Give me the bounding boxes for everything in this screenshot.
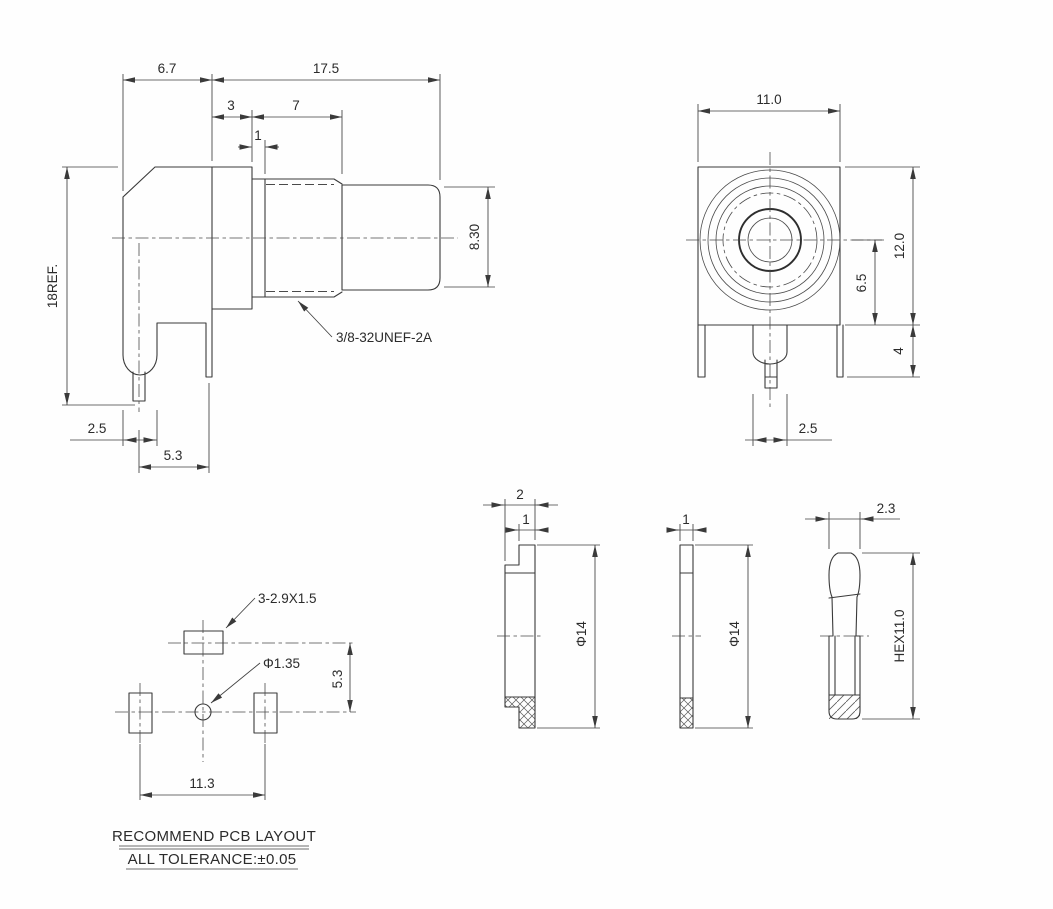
tolerance-note: ALL TOLERANCE:±0.05 bbox=[128, 851, 297, 868]
dim-label-2-washer: 2 bbox=[516, 487, 524, 502]
dim-label-11-3: 11.3 bbox=[189, 776, 214, 791]
dim-dia14-washer2: Φ14 bbox=[695, 544, 753, 729]
front-left-leg bbox=[697, 324, 706, 378]
dim-label-5-3-pcb: 5.3 bbox=[330, 670, 345, 689]
dim-6-7: 6.7 bbox=[122, 61, 213, 191]
threaded-bushing bbox=[251, 178, 343, 298]
dim-label-7: 7 bbox=[292, 98, 300, 113]
flat-washer-view: 1 Φ14 bbox=[666, 512, 753, 729]
dim-label-dia14-washer1: Φ14 bbox=[574, 621, 589, 647]
front-view: 11.0 12.0 6.5 4 2.5 bbox=[686, 92, 920, 446]
front-view-outline bbox=[686, 152, 884, 408]
dim-8-30: 8.30 bbox=[444, 186, 495, 288]
dim-1-washer1: 1 bbox=[505, 512, 549, 541]
dim-label-3: 3 bbox=[227, 98, 235, 113]
pad-callout: 3-2.9X1.5 bbox=[225, 591, 317, 629]
hex-nut-view: 2.3 HEX11.0 bbox=[805, 501, 920, 720]
dim-2-3: 2.3 bbox=[805, 501, 900, 549]
dim-label-2-3: 2.3 bbox=[877, 501, 896, 516]
dim-5-3-pcb: 5.3 bbox=[330, 643, 353, 712]
dim-dia14-washer1: Φ14 bbox=[537, 544, 600, 729]
dim-17-5: 17.5 bbox=[212, 61, 441, 180]
dim-label-12-0: 12.0 bbox=[892, 233, 907, 259]
dim-label-8-30: 8.30 bbox=[467, 224, 482, 250]
stepped-washer-outline bbox=[504, 544, 536, 729]
dim-label-11-0: 11.0 bbox=[756, 92, 781, 107]
dim-6-5: 6.5 bbox=[852, 239, 882, 325]
dim-3: 3 bbox=[212, 98, 253, 162]
stepped-washer-hatch bbox=[505, 697, 535, 728]
dim-label-2-5-side: 2.5 bbox=[88, 421, 107, 436]
stepped-washer-view: 2 1 Φ14 bbox=[483, 487, 600, 729]
dim-11-0: 11.0 bbox=[697, 92, 841, 162]
hole-callout: Φ1.35 bbox=[210, 656, 300, 704]
side-view-outline bbox=[122, 166, 441, 402]
dim-label-18ref: 18REF. bbox=[45, 264, 60, 308]
pcb-layout-view: 3-2.9X1.5 Φ1.35 5.3 11.3 RECOMMEND PCB L… bbox=[112, 591, 356, 870]
pcb-notes: RECOMMEND PCB LAYOUT ALL TOLERANCE:±0.05 bbox=[112, 828, 316, 870]
dim-label-1: 1 bbox=[254, 128, 262, 143]
front-right-leg bbox=[836, 324, 844, 378]
pcb-pad-left bbox=[128, 692, 153, 734]
flat-washer-outline bbox=[679, 544, 694, 729]
side-view: 6.7 17.5 3 7 1 8.30 bbox=[45, 61, 495, 473]
hex-nut-outline bbox=[828, 552, 861, 720]
dim-label-dia14-washer2: Φ14 bbox=[727, 621, 742, 647]
flat-washer-hatch bbox=[680, 698, 693, 728]
dim-2-5-side: 2.5 bbox=[70, 410, 158, 446]
side-view-centerlines bbox=[112, 237, 458, 412]
dim-4: 4 bbox=[847, 325, 920, 378]
front-body-square bbox=[697, 166, 841, 326]
pcb-layout-title: RECOMMEND PCB LAYOUT bbox=[112, 828, 316, 845]
dim-hex11: HEX11.0 bbox=[862, 552, 920, 720]
connector-body-outline bbox=[122, 166, 253, 378]
pad-callout-label: 3-2.9X1.5 bbox=[258, 591, 317, 606]
dim-11-3: 11.3 bbox=[139, 744, 266, 800]
dim-label-5-3-side: 5.3 bbox=[164, 448, 183, 463]
dim-label-hex11: HEX11.0 bbox=[892, 609, 907, 662]
dim-label-2-5-front: 2.5 bbox=[799, 421, 818, 436]
hole-callout-label: Φ1.35 bbox=[263, 656, 300, 671]
dim-5-3-side: 5.3 bbox=[138, 383, 210, 473]
thread-callout: 3/8-32UNEF-2A bbox=[297, 300, 432, 345]
dim-2-washer: 2 bbox=[483, 487, 558, 561]
pcb-pad-right bbox=[253, 692, 278, 734]
dim-1: 1 bbox=[238, 128, 279, 174]
dim-label-1-washer1: 1 bbox=[522, 512, 530, 527]
pcb-pad-top bbox=[183, 630, 224, 655]
hex-facet-line bbox=[828, 593, 861, 599]
dim-7: 7 bbox=[252, 98, 343, 174]
dim-label-4: 4 bbox=[891, 347, 906, 355]
dim-label-17-5: 17.5 bbox=[313, 61, 339, 76]
dim-label-1-washer2: 1 bbox=[682, 512, 690, 527]
dim-label-6-7: 6.7 bbox=[158, 61, 177, 76]
dim-1-washer2: 1 bbox=[666, 512, 707, 541]
rear-barrel bbox=[341, 184, 441, 291]
thread-callout-label: 3/8-32UNEF-2A bbox=[336, 330, 432, 345]
dim-18ref: 18REF. bbox=[45, 166, 135, 406]
dim-12-0: 12.0 bbox=[845, 166, 920, 326]
dim-label-6-5: 6.5 bbox=[854, 274, 869, 293]
dim-2-5-front: 2.5 bbox=[745, 394, 832, 446]
hex-nut-hatch bbox=[829, 695, 860, 719]
